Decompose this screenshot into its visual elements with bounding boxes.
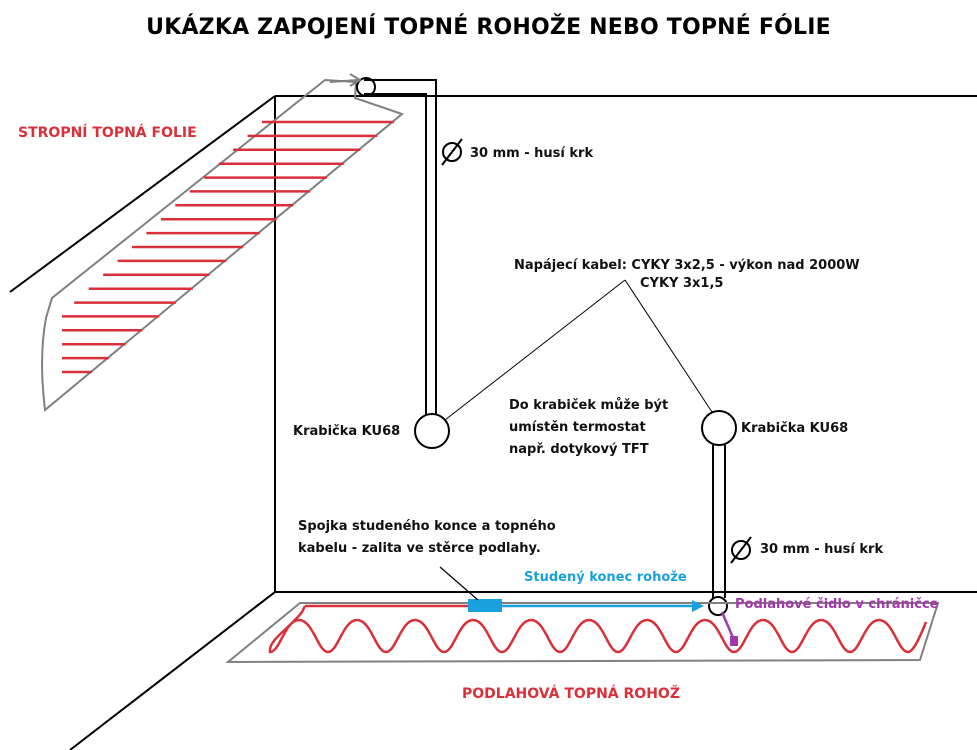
floor-mat-outline	[225, 602, 940, 664]
power-cable-pointers	[444, 279, 713, 421]
floor-left-edge	[69, 591, 276, 750]
label-neck-bottom: 30 mm - husí krk	[760, 542, 884, 557]
cold-end-arrowhead	[692, 600, 704, 612]
label-power-cable-1: Napájecí kabel: CYKY 3x2,5 - výkon nad 2…	[514, 258, 860, 273]
label-power-cable-2: CYKY 3x1,5	[640, 276, 724, 291]
ceiling-foil-outline	[41, 78, 405, 412]
junction-box-icon	[701, 410, 737, 446]
label-box-right: Krabička KU68	[741, 421, 849, 436]
floor-sensor	[730, 636, 738, 646]
label-thermostat-1: Do krabiček může být	[509, 398, 669, 413]
floor-mat-heating-cable	[268, 605, 928, 654]
ceiling-conduit	[329, 73, 437, 416]
junction-boxes	[414, 410, 737, 449]
label-joint-1: Spojka studeného konce a topného	[298, 519, 556, 534]
label-neck-top: 30 mm - husí krk	[470, 146, 594, 161]
label-thermostat-3: např. dotykový TFT	[509, 442, 649, 457]
floor-conduit-ring	[708, 596, 728, 616]
diameter-symbol-icon	[441, 138, 463, 166]
joint-pointer	[439, 566, 479, 601]
label-thermostat-2: umístěn termostat	[509, 420, 646, 435]
foil-connection-arrowhead	[349, 73, 362, 87]
cold-joint-splice	[468, 599, 502, 612]
page-title: UKÁZKA ZAPOJENÍ TOPNÉ ROHOŽE NEBO TOPNÉ …	[146, 15, 831, 40]
junction-box-icon	[414, 413, 450, 449]
floor-mat	[225, 566, 940, 664]
label-floor-mat: PODLAHOVÁ TOPNÁ ROHOŽ	[462, 686, 680, 702]
label-box-left: Krabička KU68	[293, 424, 401, 439]
label-cold-end: Studený konec rohože	[524, 570, 687, 585]
foil-connection-arrow	[329, 79, 359, 83]
ceiling-foil	[41, 78, 405, 412]
floor-conduit	[708, 445, 728, 616]
ceiling-conduit-outer	[364, 79, 437, 416]
ceiling-left-edge	[9, 95, 276, 293]
diameter-symbol-icon	[730, 536, 752, 564]
label-ceiling-foil: STROPNÍ TOPNÁ FOLIE	[18, 125, 197, 141]
label-floor-sensor: Podlahové čidlo v chráničce	[735, 597, 939, 612]
label-joint-2: kabelu - zalita ve stěrce podlahy.	[298, 541, 541, 556]
floor-sensor-conduit	[720, 611, 736, 641]
conduit-exit-ring	[356, 77, 376, 97]
ceiling-foil-heating-lines	[62, 120, 394, 374]
ceiling-conduit-inner	[364, 93, 427, 416]
